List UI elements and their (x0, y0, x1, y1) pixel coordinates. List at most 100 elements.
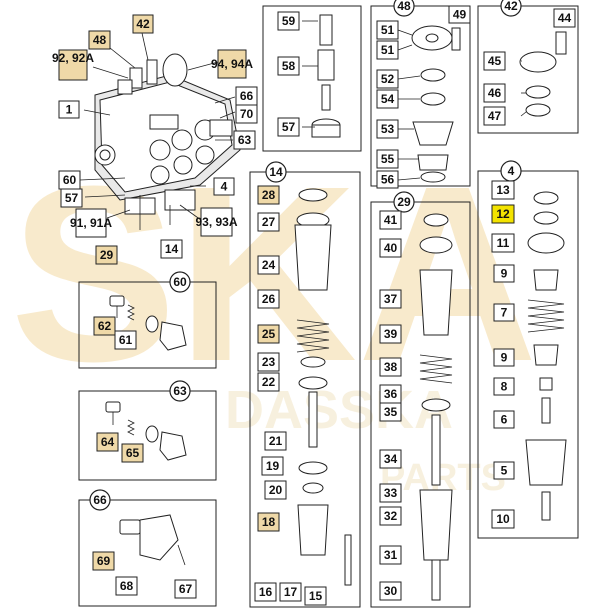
label-44[interactable]: 44 (553, 8, 576, 28)
label-59[interactable]: 59 (277, 11, 300, 31)
label-15[interactable]: 15 (304, 586, 327, 606)
label-91[interactable]: 91, 91A (70, 208, 112, 238)
label-32[interactable]: 32 (379, 506, 402, 526)
label-55[interactable]: 55 (376, 149, 399, 169)
svg-text:17: 17 (284, 585, 298, 599)
label-13[interactable]: 13 (491, 180, 515, 200)
label-38[interactable]: 38 (379, 357, 402, 377)
label-63[interactable]: 63 (233, 130, 256, 150)
label-18[interactable]: 18 (257, 512, 280, 532)
label-39[interactable]: 39 (379, 324, 402, 344)
svg-text:69: 69 (97, 554, 111, 568)
svg-text:5: 5 (501, 464, 508, 478)
svg-text:11: 11 (497, 236, 510, 250)
label-60[interactable]: 60 (58, 170, 81, 190)
label-49[interactable]: 49 (448, 5, 471, 24)
label-29[interactable]: 29 (95, 245, 118, 265)
label-65[interactable]: 65 (121, 443, 144, 463)
label-7[interactable]: 7 (493, 303, 515, 322)
label-94[interactable]: 94, 94A (211, 49, 253, 79)
label-62[interactable]: 62 (93, 316, 116, 336)
svg-text:47: 47 (488, 109, 502, 123)
label-26[interactable]: 26 (257, 289, 280, 309)
svg-text:32: 32 (384, 509, 398, 523)
label-40[interactable]: 40 (379, 238, 402, 258)
svg-text:91, 91A: 91, 91A (70, 216, 112, 230)
label-51a[interactable]: 51 (376, 20, 399, 40)
callout-60[interactable]: 60 (169, 271, 191, 293)
label-36[interactable]: 36 (379, 384, 402, 404)
svg-text:58: 58 (282, 59, 296, 73)
callout-48[interactable]: 48 (393, 0, 415, 17)
callout-42[interactable]: 42 (500, 0, 522, 17)
label-8[interactable]: 8 (493, 377, 515, 396)
label-23[interactable]: 23 (257, 352, 280, 372)
label-22[interactable]: 22 (257, 372, 280, 392)
label-19[interactable]: 19 (261, 456, 284, 476)
label-47[interactable]: 47 (483, 106, 506, 126)
callout-63[interactable]: 63 (169, 380, 191, 402)
label-69[interactable]: 69 (92, 551, 115, 571)
label-9a[interactable]: 9 (493, 264, 515, 283)
label-11[interactable]: 11 (491, 233, 515, 253)
panel-60 (78, 281, 217, 369)
callout-66[interactable]: 66 (89, 489, 111, 511)
label-27[interactable]: 27 (257, 212, 280, 232)
label-17[interactable]: 17 (279, 582, 302, 602)
callout-29[interactable]: 29 (393, 191, 415, 213)
label-41[interactable]: 41 (379, 210, 402, 230)
svg-text:59: 59 (282, 14, 296, 28)
label-56[interactable]: 56 (376, 170, 399, 189)
svg-text:14: 14 (165, 242, 179, 256)
label-21[interactable]: 21 (264, 431, 287, 451)
label-42[interactable]: 42 (132, 14, 154, 34)
svg-text:94, 94A: 94, 94A (211, 57, 253, 71)
valve-block-drawing (94, 53, 241, 230)
label-68[interactable]: 68 (115, 576, 138, 596)
label-67[interactable]: 67 (174, 579, 197, 599)
label-51b[interactable]: 51 (376, 40, 399, 60)
label-28[interactable]: 28 (257, 185, 280, 205)
label-9b[interactable]: 9 (493, 348, 515, 367)
label-5[interactable]: 5 (493, 461, 515, 480)
label-24[interactable]: 24 (257, 255, 280, 275)
svg-text:15: 15 (309, 589, 323, 603)
label-14[interactable]: 14 (160, 239, 183, 259)
label-64[interactable]: 64 (96, 432, 119, 452)
callout-14[interactable]: 14 (265, 161, 287, 183)
label-10[interactable]: 10 (491, 509, 515, 529)
label-25[interactable]: 25 (257, 324, 280, 344)
label-48[interactable]: 48 (88, 30, 111, 50)
label-58[interactable]: 58 (277, 56, 300, 76)
label-1[interactable]: 1 (58, 100, 80, 119)
panel-48-parts (411, 25, 461, 183)
label-57a[interactable]: 57 (60, 188, 83, 208)
label-30[interactable]: 30 (379, 581, 402, 601)
label-66[interactable]: 66 (235, 86, 258, 106)
label-37[interactable]: 37 (379, 289, 402, 309)
label-57b[interactable]: 57 (277, 117, 300, 137)
label-16[interactable]: 16 (254, 582, 277, 602)
label-61[interactable]: 61 (114, 330, 137, 350)
label-93[interactable]: 93, 93A (195, 207, 238, 237)
panel-14-parts (294, 188, 352, 586)
label-20[interactable]: 20 (264, 480, 287, 500)
panel-14 (249, 171, 361, 608)
label-54[interactable]: 54 (376, 89, 399, 109)
svg-text:38: 38 (384, 360, 398, 374)
callout-4[interactable]: 4 (500, 160, 522, 182)
label-52[interactable]: 52 (376, 69, 399, 89)
label-31[interactable]: 31 (379, 545, 402, 565)
label-12[interactable]: 12 (491, 204, 515, 224)
label-4[interactable]: 4 (213, 177, 235, 196)
label-46[interactable]: 46 (483, 83, 506, 103)
label-70[interactable]: 70 (235, 104, 258, 124)
label-33[interactable]: 33 (379, 483, 402, 503)
label-35[interactable]: 35 (379, 402, 402, 422)
label-6[interactable]: 6 (493, 410, 515, 429)
label-45[interactable]: 45 (483, 51, 506, 71)
label-53[interactable]: 53 (376, 119, 399, 139)
svg-text:52: 52 (381, 72, 395, 86)
label-34[interactable]: 34 (379, 449, 402, 469)
label-92[interactable]: 92, 92A (52, 49, 94, 81)
